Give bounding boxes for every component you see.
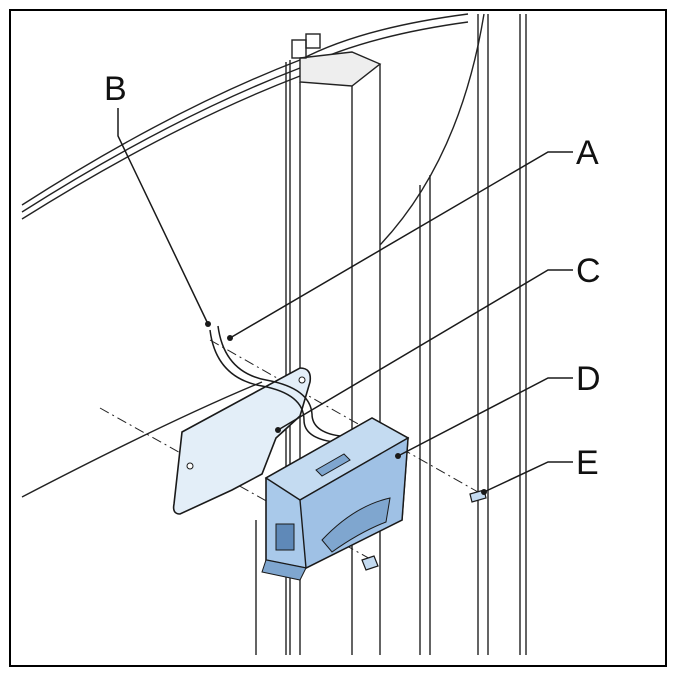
- control-module: [261, 417, 410, 581]
- mounting-plate: [172, 367, 312, 515]
- leader-b: [117, 108, 209, 325]
- leader-dots: [205, 321, 487, 495]
- arch-structure: [21, 13, 469, 498]
- plate-hole: [186, 462, 194, 470]
- screw: [361, 555, 379, 571]
- callout-b: B: [104, 70, 127, 108]
- leader-lines: [117, 108, 573, 493]
- callout-e: E: [576, 444, 599, 482]
- leader-a: [229, 151, 573, 339]
- leader-d: [397, 377, 573, 457]
- callout-a: A: [576, 134, 599, 172]
- cable: [209, 329, 335, 443]
- callout-c: C: [576, 252, 601, 290]
- callout-d: D: [576, 360, 601, 398]
- diagram-frame: [9, 9, 667, 667]
- plate-hole: [298, 376, 306, 384]
- leader-e: [483, 461, 573, 493]
- curved-frame-edge: [379, 13, 485, 246]
- leader-c: [277, 269, 573, 431]
- channel-profile: [419, 14, 527, 655]
- cable: [217, 325, 341, 437]
